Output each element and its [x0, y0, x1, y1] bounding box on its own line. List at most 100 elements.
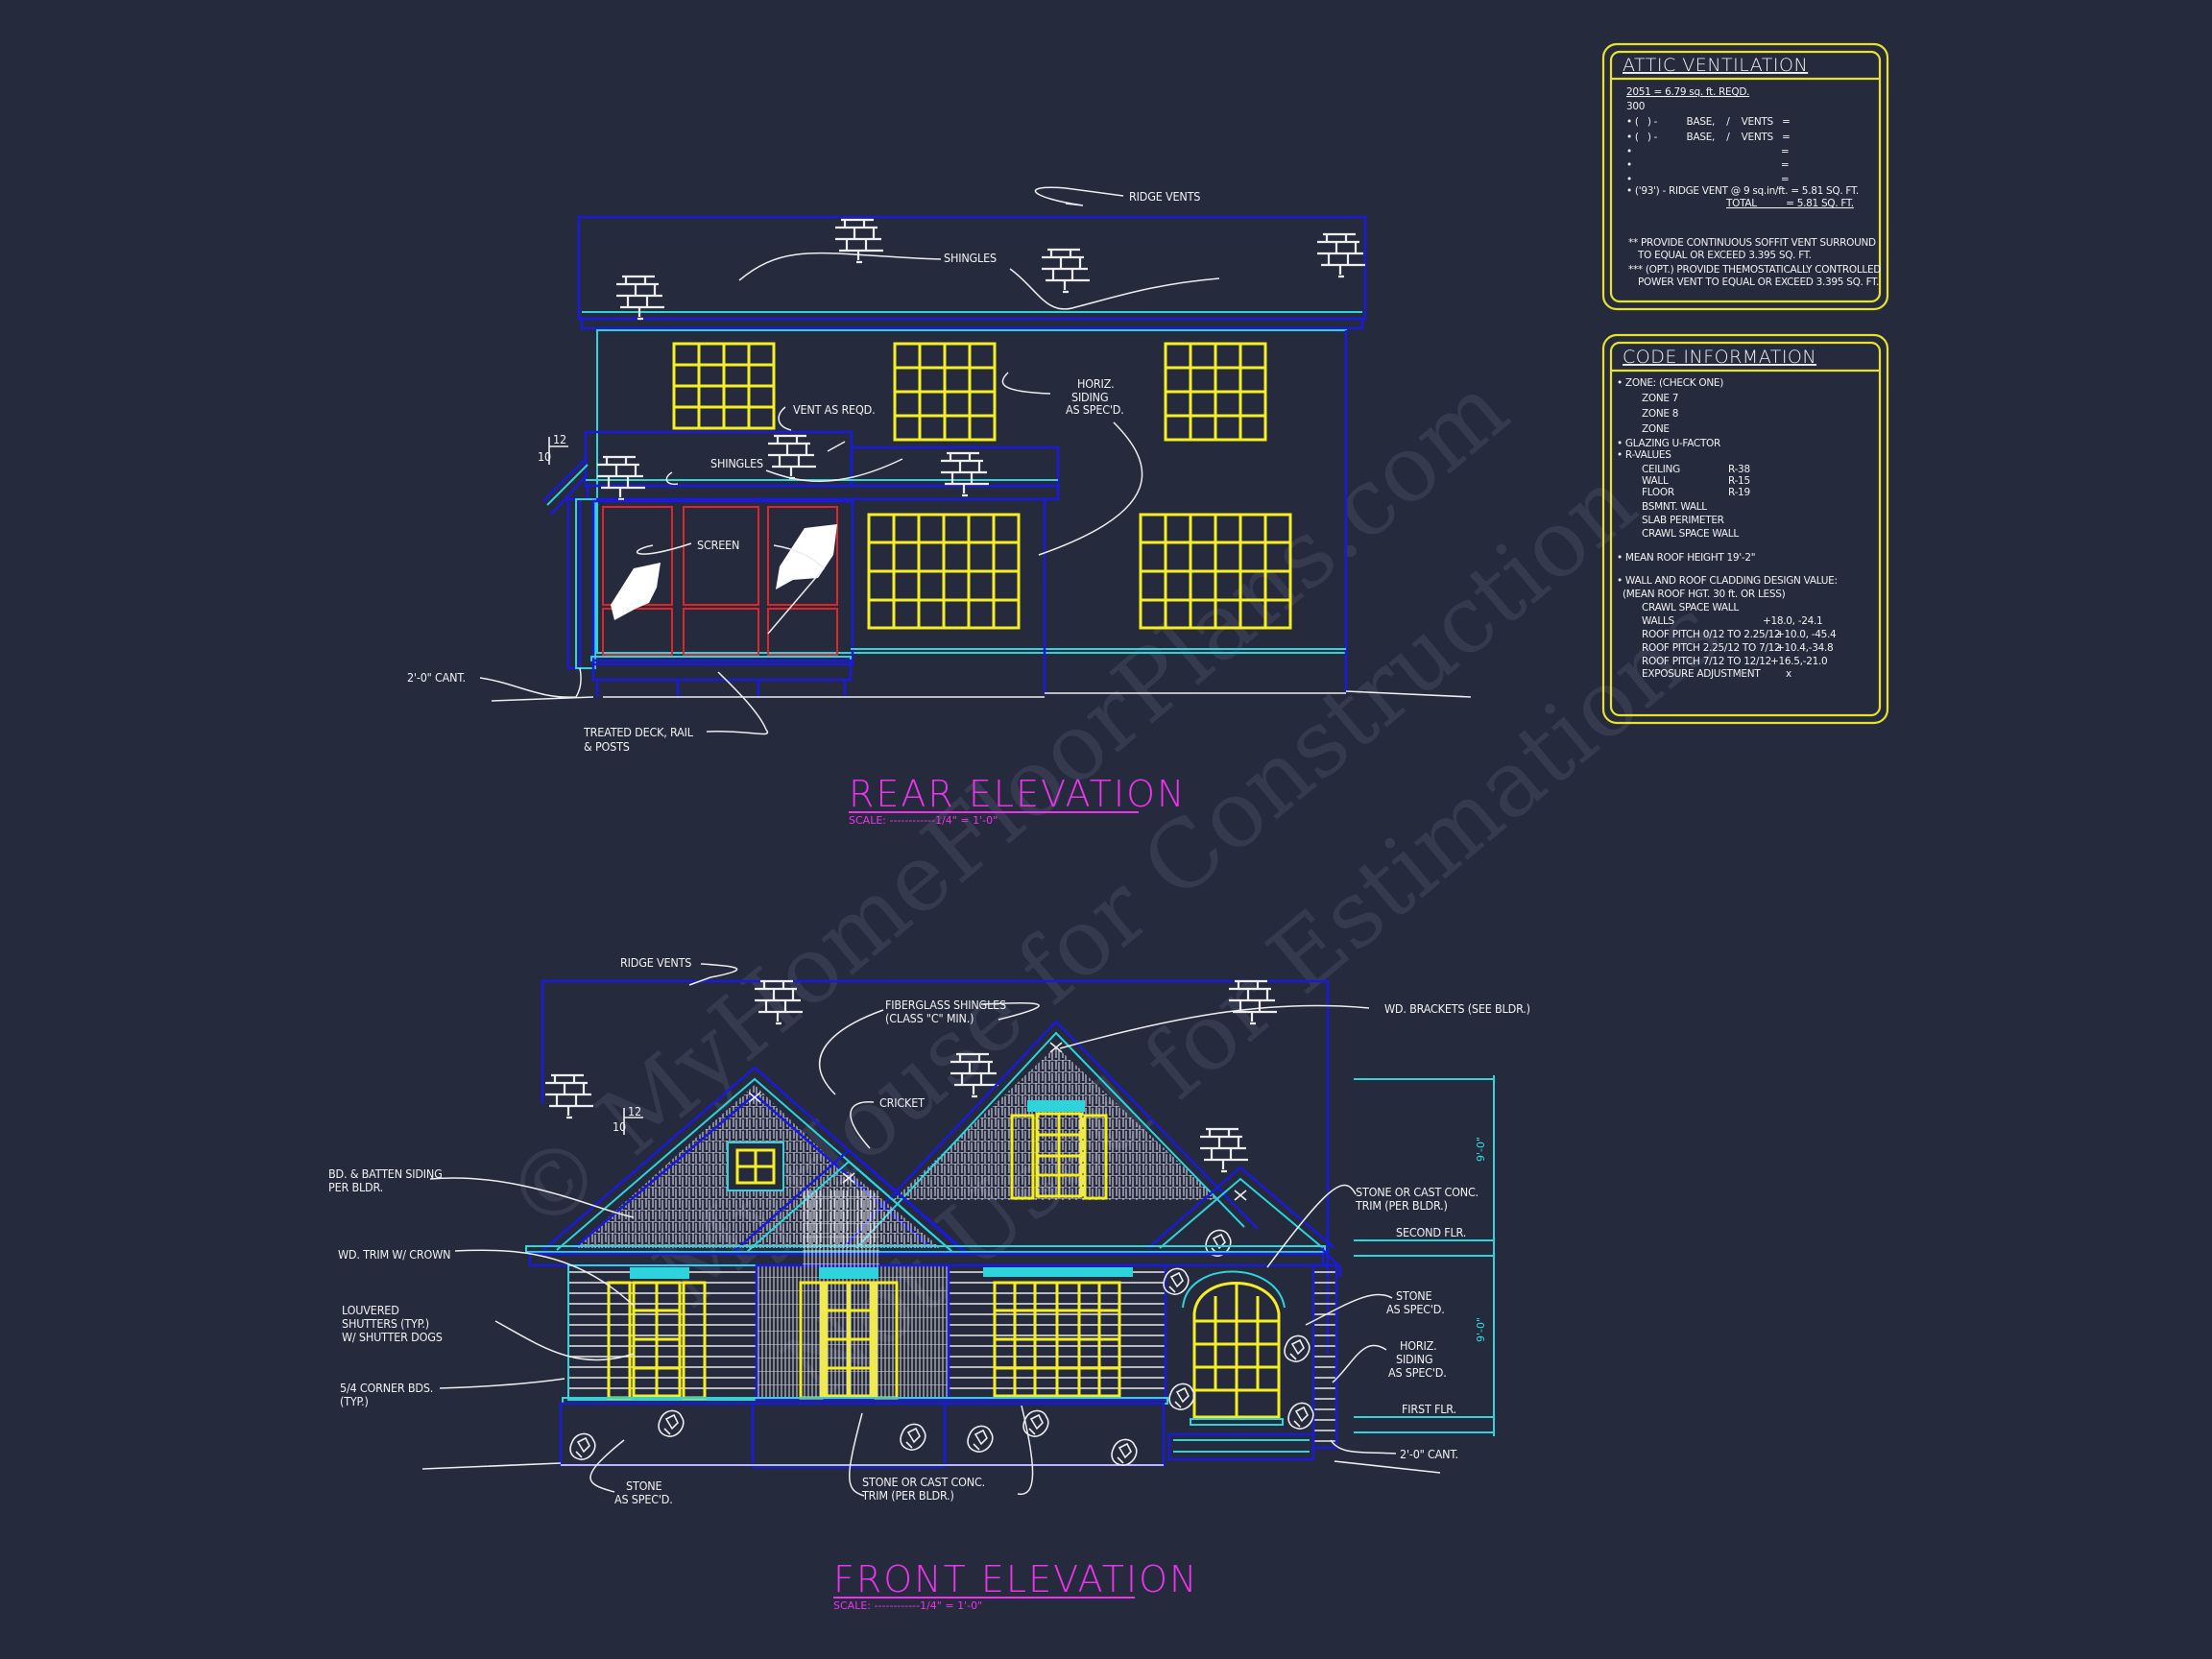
label-ridge-vents-front: RIDGE VENTS	[620, 955, 691, 970]
svg-text:10: 10	[613, 1119, 626, 1134]
svg-text:10: 10	[538, 449, 551, 464]
svg-text:+10.0, -45.4: +10.0, -45.4	[1776, 629, 1837, 640]
front-elevation-title: FRONT ELEVATION SCALE: ------------1/4" …	[833, 1558, 1196, 1612]
label-second-flr: SECOND FLR.	[1396, 1225, 1466, 1239]
svg-text:POWER VENT TO EQUAL OR EXCEED: POWER VENT TO EQUAL OR EXCEED 3.395 SQ. …	[1638, 276, 1879, 288]
front-elevation: 12 10 9'-0" 9'-0" RIDGE VENTS FIBERGLASS…	[328, 955, 1530, 1612]
svg-text:CRAWL SPACE WALL: CRAWL SPACE WALL	[1642, 602, 1739, 613]
svg-text:CEILING: CEILING	[1642, 464, 1680, 475]
svg-text:• ZONE: (CHECK ONE): • ZONE: (CHECK ONE)	[1617, 377, 1723, 389]
label-cast-right-2: TRIM (PER BLDR.)	[1355, 1198, 1448, 1213]
label-fiberglass-1: FIBERGLASS SHINGLES	[885, 998, 1006, 1012]
label-horiz-siding-2: SIDING	[1071, 390, 1108, 404]
rear-window-upper-left	[672, 342, 776, 430]
code-title: CODE INFORMATION	[1623, 347, 1816, 368]
label-cricket: CRICKET	[879, 1095, 925, 1110]
svg-text:• ( ) - BASE, /: • ( ) - BASE, / VENTS =	[1626, 116, 1790, 128]
rear-window-lower-center	[867, 513, 1021, 630]
svg-text:•: • =	[1626, 159, 1789, 171]
svg-text:FLOOR: FLOOR	[1642, 487, 1674, 498]
rear-window-lower-right	[1139, 513, 1292, 630]
svg-text:9'-0": 9'-0"	[1475, 1317, 1487, 1342]
svg-text:*** (OPT.) PROVIDE THEMOSTATIC: *** (OPT.) PROVIDE THEMOSTATICALLY CONTR…	[1628, 264, 1881, 276]
svg-text:R-15: R-15	[1728, 475, 1750, 487]
label-shutters-3: W/ SHUTTER DOGS	[342, 1330, 443, 1344]
label-corner-2: (TYP.)	[340, 1394, 369, 1408]
label-corner-1: 5/4 CORNER BDS.	[340, 1381, 433, 1395]
label-screen: SCREEN	[697, 538, 739, 552]
label-cant: 2'-0" CANT.	[407, 670, 466, 685]
rear-elevation: 12 10	[407, 186, 1472, 827]
svg-text:EXPOSURE ADJUSTMENT: EXPOSURE ADJUSTMENT	[1642, 668, 1761, 680]
label-shutters-1: LOUVERED	[342, 1303, 399, 1317]
label-shingles-lower: SHINGLES	[710, 456, 763, 470]
svg-text:R-38: R-38	[1728, 464, 1750, 475]
svg-text:BSMNT. WALL: BSMNT. WALL	[1642, 501, 1707, 513]
rear-window-upper-center	[893, 342, 997, 442]
rear-pitch-marker: 12 10	[538, 432, 568, 465]
front-pitch-marker: 12 10	[613, 1104, 643, 1135]
svg-text:2051 = 6.79 sq. ft. REQD.: 2051 = 6.79 sq. ft. REQD.	[1626, 86, 1749, 98]
label-cast-right-1: STONE OR CAST CONC.	[1356, 1185, 1479, 1199]
svg-text:• MEAN ROOF HEIGHT 19'-2": • MEAN ROOF HEIGHT 19'-2"	[1617, 552, 1755, 564]
label-stone-left-1: STONE	[626, 1479, 661, 1493]
svg-text:WALLS: WALLS	[1642, 615, 1674, 627]
svg-text:** PROVIDE CONTINUOUS SOFFIT V: ** PROVIDE CONTINUOUS SOFFIT VENT SURROU…	[1628, 237, 1876, 249]
label-brackets: WD. BRACKETS (SEE BLDR.)	[1384, 1001, 1530, 1016]
front-dimensions: 9'-0" 9'-0"	[1354, 1075, 1495, 1436]
svg-text:12: 12	[553, 432, 566, 446]
front-gable-right	[842, 1020, 1259, 1249]
label-fiberglass-2: (CLASS "C" MIN.)	[885, 1011, 974, 1025]
label-stone-left-2: AS SPEC'D.	[614, 1492, 673, 1506]
label-deck-2: & POSTS	[584, 739, 630, 754]
svg-text:SCALE: ------------1/4" = 1'-0: SCALE: ------------1/4" = 1'-0"	[849, 814, 998, 827]
svg-text:ROOF PITCH 0/12 TO 2.25/12: ROOF PITCH 0/12 TO 2.25/12	[1642, 629, 1780, 640]
attic-title: ATTIC VENTILATION	[1623, 55, 1808, 76]
label-horiz-3: AS SPEC'D.	[1388, 1365, 1447, 1380]
svg-text:+10.4,-34.8: +10.4,-34.8	[1776, 642, 1833, 654]
svg-text:REAR ELEVATION: REAR ELEVATION	[849, 773, 1186, 815]
svg-text:9'-0": 9'-0"	[1475, 1137, 1487, 1162]
label-deck-1: TREATED DECK, RAIL	[583, 725, 694, 739]
label-ridge-vents: RIDGE VENTS	[1129, 189, 1200, 204]
svg-text:•: • =	[1626, 146, 1789, 157]
svg-text:•: • =	[1626, 174, 1789, 185]
label-horiz-2: SIDING	[1396, 1352, 1432, 1366]
svg-text:SCALE: ------------1/4" = 1'-0: SCALE: ------------1/4" = 1'-0"	[833, 1599, 982, 1612]
svg-text:ZONE 7: ZONE 7	[1642, 393, 1678, 404]
svg-text:CRAWL SPACE WALL: CRAWL SPACE WALL	[1642, 528, 1739, 540]
attic-ventilation-box: ATTIC VENTILATION 2051 = 6.79 sq. ft. RE…	[1601, 42, 1889, 311]
label-stone-right-2: AS SPEC'D.	[1386, 1302, 1445, 1316]
svg-text:WALL: WALL	[1642, 475, 1669, 487]
label-horiz-1: HORIZ.	[1400, 1338, 1437, 1353]
svg-text:• ('93') - RIDGE VENT @ 9 sq.i: • ('93') - RIDGE VENT @ 9 sq.in/ft. = 5.…	[1626, 185, 1859, 197]
svg-text:x: x	[1786, 668, 1791, 680]
svg-text:ZONE 8: ZONE 8	[1642, 408, 1678, 420]
svg-text:• R-VALUES: • R-VALUES	[1617, 449, 1671, 461]
label-vent-as-reqd: VENT AS REQD.	[793, 402, 875, 417]
svg-text:ROOF PITCH 7/12 TO 12/12: ROOF PITCH 7/12 TO 12/12	[1642, 656, 1771, 667]
svg-text:+16.5,-21.0: +16.5,-21.0	[1770, 656, 1827, 667]
code-information-box: CODE INFORMATION • ZONE: (CHECK ONE) ZON…	[1601, 333, 1889, 725]
rear-elevation-title: REAR ELEVATION SCALE: ------------1/4" =…	[849, 773, 1186, 827]
rear-window-upper-right	[1164, 342, 1267, 442]
label-batten-1: BD. & BATTEN SIDING	[328, 1166, 443, 1181]
svg-text:• WALL AND ROOF CLADDING DESIG: • WALL AND ROOF CLADDING DESIGN VALUE:	[1617, 575, 1838, 587]
label-batten-2: PER BLDR.	[328, 1180, 383, 1194]
svg-text:TOTAL = 5.81 SQ. FT.: TOTAL = 5.81 SQ. FT.	[1725, 198, 1854, 209]
label-cast-bottom-2: TRIM (PER BLDR.)	[861, 1488, 954, 1503]
svg-text:SLAB PERIMETER: SLAB PERIMETER	[1642, 515, 1724, 526]
svg-text:+18.0, -24.1: +18.0, -24.1	[1763, 615, 1822, 627]
svg-text:TO EQUAL OR EXCEED 3.395 SQ.: TO EQUAL OR EXCEED 3.395 SQ. FT.	[1637, 250, 1812, 261]
label-first-flr: FIRST FLR.	[1402, 1402, 1456, 1416]
label-cast-bottom-1: STONE OR CAST CONC.	[862, 1475, 985, 1489]
rear-screen-panels	[602, 506, 838, 656]
front-entry-door	[1167, 1270, 1315, 1461]
label-stone-right-1: STONE	[1396, 1288, 1431, 1303]
front-window-3	[993, 1281, 1121, 1398]
label-shutters-2: SHUTTERS (TYP.)	[342, 1316, 429, 1331]
svg-text:(MEAN ROOF HGT. 30 ft. OR LESS: (MEAN ROOF HGT. 30 ft. OR LESS)	[1623, 589, 1786, 600]
label-horiz-siding-3: AS SPEC'D.	[1066, 402, 1124, 417]
label-cant-front: 2'-0" CANT.	[1400, 1447, 1458, 1461]
